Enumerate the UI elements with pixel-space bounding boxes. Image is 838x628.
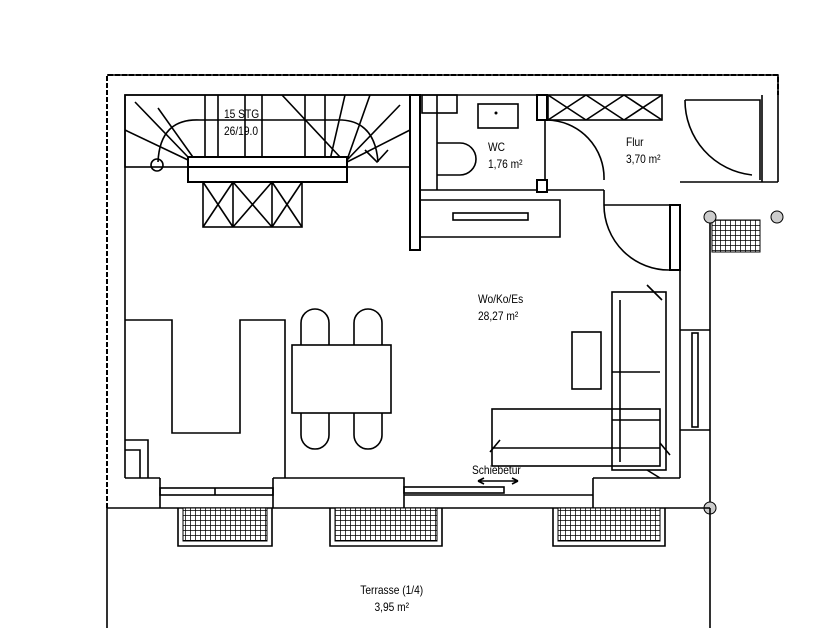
stair-label: 15 STG 26/19.0 <box>224 107 260 138</box>
column-marker <box>703 210 717 224</box>
staircase <box>124 94 411 228</box>
bottom-wall <box>107 477 710 509</box>
property-boundary <box>106 74 779 508</box>
window-right <box>691 332 699 428</box>
radiator-grid <box>182 507 268 542</box>
column-marker <box>770 210 784 224</box>
wc-room <box>409 94 561 251</box>
wall <box>107 74 779 183</box>
right-wall <box>679 205 711 508</box>
radiator-grid <box>334 507 438 542</box>
radiator-grid <box>557 507 661 542</box>
room-label-living: Wo/Ko/Es 28,27 m² <box>478 292 524 323</box>
sliding-door-label: Schiebetur <box>472 463 521 477</box>
sofa <box>489 284 671 479</box>
appliance <box>125 439 149 478</box>
room-label-terrace: Terrasse (1/4) 3,95 m² <box>360 583 424 614</box>
flur-room <box>546 94 761 271</box>
terrace-outline <box>106 508 711 628</box>
dining-table <box>291 308 392 450</box>
room-label-wc: WC 1,76 m² <box>488 140 523 171</box>
radiator-frame <box>177 508 666 547</box>
kitchen-counter <box>125 319 286 478</box>
radiator-grid <box>711 219 761 253</box>
room-label-flur: Flur 3,70 m² <box>626 135 661 166</box>
